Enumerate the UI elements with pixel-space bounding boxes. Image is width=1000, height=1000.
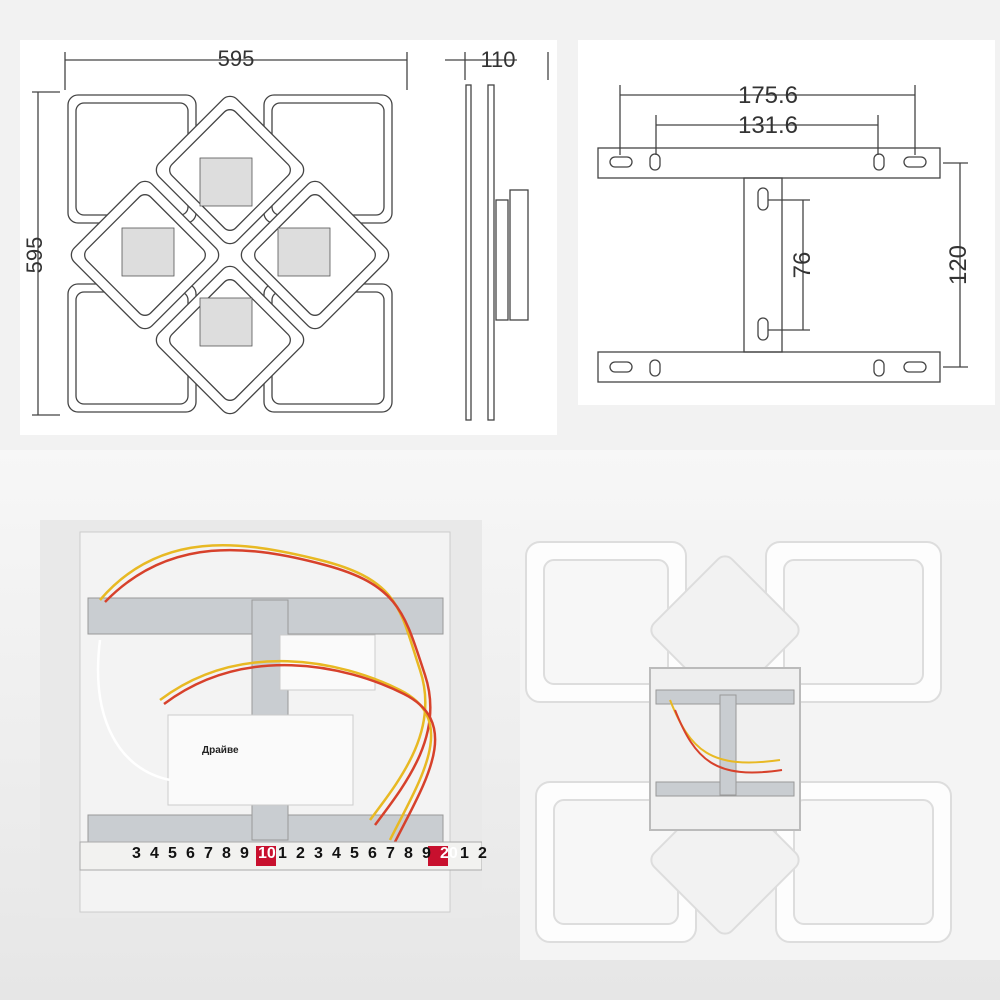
ruler-number: 1 <box>460 845 469 862</box>
ruler-number: 5 <box>350 845 359 862</box>
ruler-number: 6 <box>368 845 377 862</box>
height-dimension: 595 <box>22 237 47 274</box>
lamp-back-photo <box>520 520 1000 960</box>
front-view-drawing: 595 595 110 <box>20 40 557 435</box>
side-profile: 110 <box>445 47 549 421</box>
diamond-frames <box>70 95 390 415</box>
ruler <box>79 841 482 871</box>
ruler-number: 6 <box>186 845 195 862</box>
ruler-number: 1 <box>278 845 287 862</box>
ruler-number: 20 <box>440 845 458 862</box>
ruler-number: 8 <box>222 845 231 862</box>
crystal-inserts <box>121 157 331 347</box>
driver-label: Драйве <box>202 745 239 756</box>
ruler-number: 8 <box>404 845 413 862</box>
inner-span-dimension: 131.6 <box>738 112 798 139</box>
width-dimension: 595 <box>218 46 255 71</box>
ruler-number: 7 <box>386 845 395 862</box>
ruler-number: 3 <box>132 845 141 862</box>
ruler-number: 10 <box>258 845 276 862</box>
ruler-number: 9 <box>422 845 431 862</box>
depth-dimension: 110 <box>480 47 515 72</box>
ruler-number: 2 <box>478 845 487 862</box>
ruler-number: 5 <box>168 845 177 862</box>
outer-span-dimension: 175.6 <box>738 82 798 109</box>
slot-dimension: 76 <box>789 252 816 279</box>
mounting-plate-photo: Драйве 3 4 5 6 7 8 9 10 1 2 3 4 5 6 7 8 … <box>40 520 487 918</box>
ruler-number: 9 <box>240 845 249 862</box>
ruler-numbers: 3 4 5 6 7 8 9 10 1 2 3 4 5 6 7 8 9 20 1 … <box>132 845 496 863</box>
ruler-number: 4 <box>332 845 341 862</box>
height-dimension: 120 <box>945 245 972 285</box>
ruler-number: 7 <box>204 845 213 862</box>
bracket-drawing: 175.6 131.6 76 120 <box>578 40 995 405</box>
ruler-number: 3 <box>314 845 323 862</box>
ruler-number: 2 <box>296 845 305 862</box>
ruler-number: 4 <box>150 845 159 862</box>
